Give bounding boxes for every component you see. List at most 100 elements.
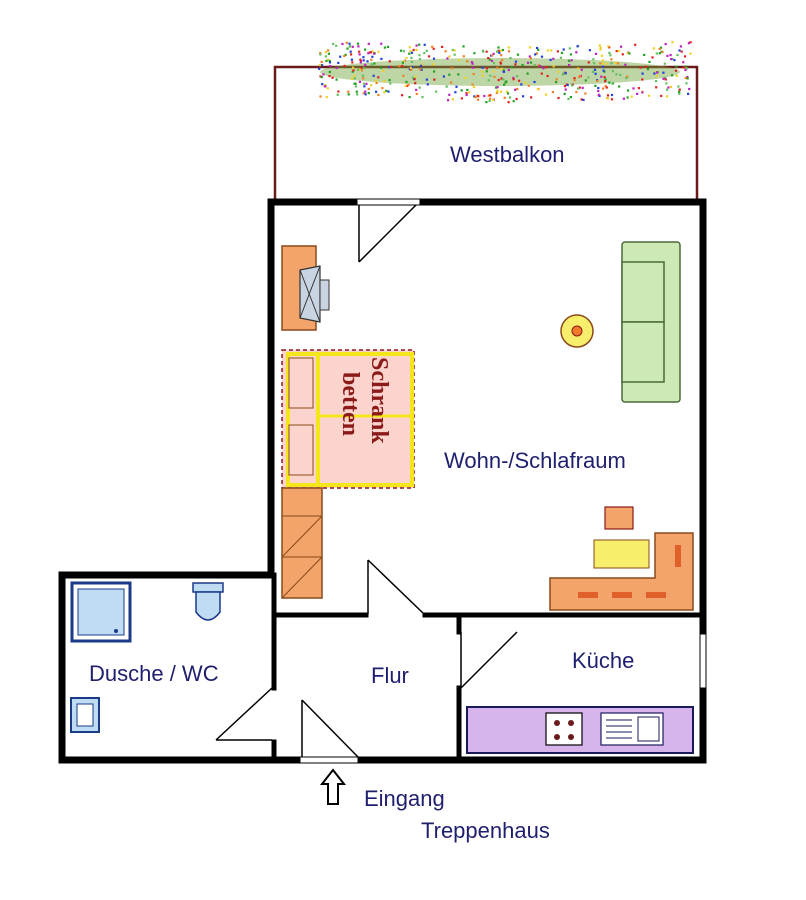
flower-dot	[497, 78, 500, 82]
flower-dot	[491, 54, 494, 57]
flower-dot	[432, 47, 435, 50]
flower-dot	[362, 56, 365, 59]
flower-dot	[533, 64, 536, 67]
flower-dot	[658, 52, 661, 55]
flower-dot	[401, 61, 404, 64]
flower-dot	[671, 41, 674, 44]
flower-dot	[516, 53, 520, 56]
flower-dot	[377, 76, 380, 79]
flower-dot	[402, 50, 405, 53]
balcony-railing	[273, 65, 699, 200]
flower-dot	[386, 45, 390, 48]
flower-dot	[350, 53, 353, 56]
flower-dot	[682, 61, 685, 64]
flower-dot	[673, 59, 676, 62]
flower-dot	[602, 69, 605, 72]
flower-dot	[569, 53, 572, 56]
flower-dot	[674, 69, 678, 72]
flower-dot	[381, 87, 384, 90]
flower-dot	[632, 87, 635, 90]
flower-dot	[337, 90, 340, 93]
flower-dot	[320, 64, 324, 67]
flower-dot	[454, 91, 457, 94]
flower-dot	[451, 48, 454, 52]
flower-dot	[418, 54, 421, 57]
flower-dot	[621, 53, 624, 56]
flower-dot	[362, 77, 365, 80]
balcony	[273, 41, 699, 200]
flower-dot	[465, 92, 468, 95]
flower-dot	[499, 62, 502, 65]
flower-dot	[489, 97, 492, 100]
flower-dot	[567, 97, 570, 100]
flower-dot	[634, 43, 637, 46]
flower-dot	[405, 80, 408, 83]
flower-dot	[350, 58, 353, 61]
label-kueche: Küche	[572, 648, 635, 673]
flower-dot	[570, 59, 573, 62]
flower-dot	[626, 52, 629, 55]
flower-dot	[351, 45, 354, 48]
flower-dot	[514, 63, 517, 66]
flower-dot	[318, 64, 322, 67]
flower-dot	[404, 84, 407, 87]
flower-dot	[379, 66, 382, 69]
flower-dot	[389, 65, 393, 68]
flower-dot	[637, 87, 640, 90]
flower-dot	[658, 47, 661, 50]
flower-dot	[677, 85, 680, 88]
flower-dot	[600, 75, 603, 78]
flower-dot	[423, 43, 426, 46]
flower-dot	[610, 98, 614, 101]
flower-dot	[546, 49, 549, 52]
flower-dot	[680, 50, 683, 53]
flower-dot	[652, 47, 656, 50]
flower-dot	[628, 52, 631, 55]
flower-dot	[414, 82, 417, 85]
flower-dot	[323, 84, 327, 87]
flower-dot	[388, 66, 391, 69]
flower-dot	[353, 74, 356, 77]
flower-dot	[351, 77, 354, 80]
flower-dot	[524, 81, 527, 84]
flower-dot	[352, 66, 355, 69]
flower-dot	[496, 89, 499, 92]
flower-dot	[419, 68, 422, 71]
entrance-door	[301, 699, 359, 758]
flower-dot	[500, 67, 503, 70]
flower-dot	[534, 53, 537, 56]
flower-dot	[477, 95, 480, 98]
flower-dot	[371, 50, 374, 53]
flower-dot	[610, 93, 614, 97]
flower-dot	[502, 70, 506, 73]
flower-dot	[410, 56, 413, 59]
flower-dot	[602, 87, 605, 90]
flower-dot	[419, 64, 423, 67]
flower-dot	[646, 68, 650, 71]
flower-dot	[466, 60, 469, 63]
label-wohn-schlafraum: Wohn-/Schlafraum	[444, 448, 626, 473]
flower-dot	[408, 46, 411, 49]
flower-dot	[485, 50, 488, 53]
flower-dot	[545, 66, 548, 69]
flower-dot	[512, 76, 515, 79]
flower-dot	[481, 70, 484, 73]
flower-dot	[556, 50, 559, 53]
flower-dot	[495, 86, 498, 89]
flower-dot	[364, 63, 367, 66]
flower-dot	[446, 57, 449, 60]
flower-dot	[526, 61, 530, 64]
flower-dot	[610, 58, 613, 61]
flower-dot	[515, 97, 518, 101]
flower-dot	[564, 72, 567, 75]
flower-dot	[487, 57, 490, 60]
flower-dot	[529, 61, 533, 64]
flower-dot	[485, 67, 488, 70]
flower-dot	[609, 54, 612, 57]
flower-dot	[568, 47, 571, 50]
flower-dot	[354, 85, 358, 88]
flower-dot	[335, 78, 338, 81]
flower-dot	[322, 73, 325, 76]
flower-dot	[432, 63, 435, 66]
flower-dot	[423, 52, 426, 55]
